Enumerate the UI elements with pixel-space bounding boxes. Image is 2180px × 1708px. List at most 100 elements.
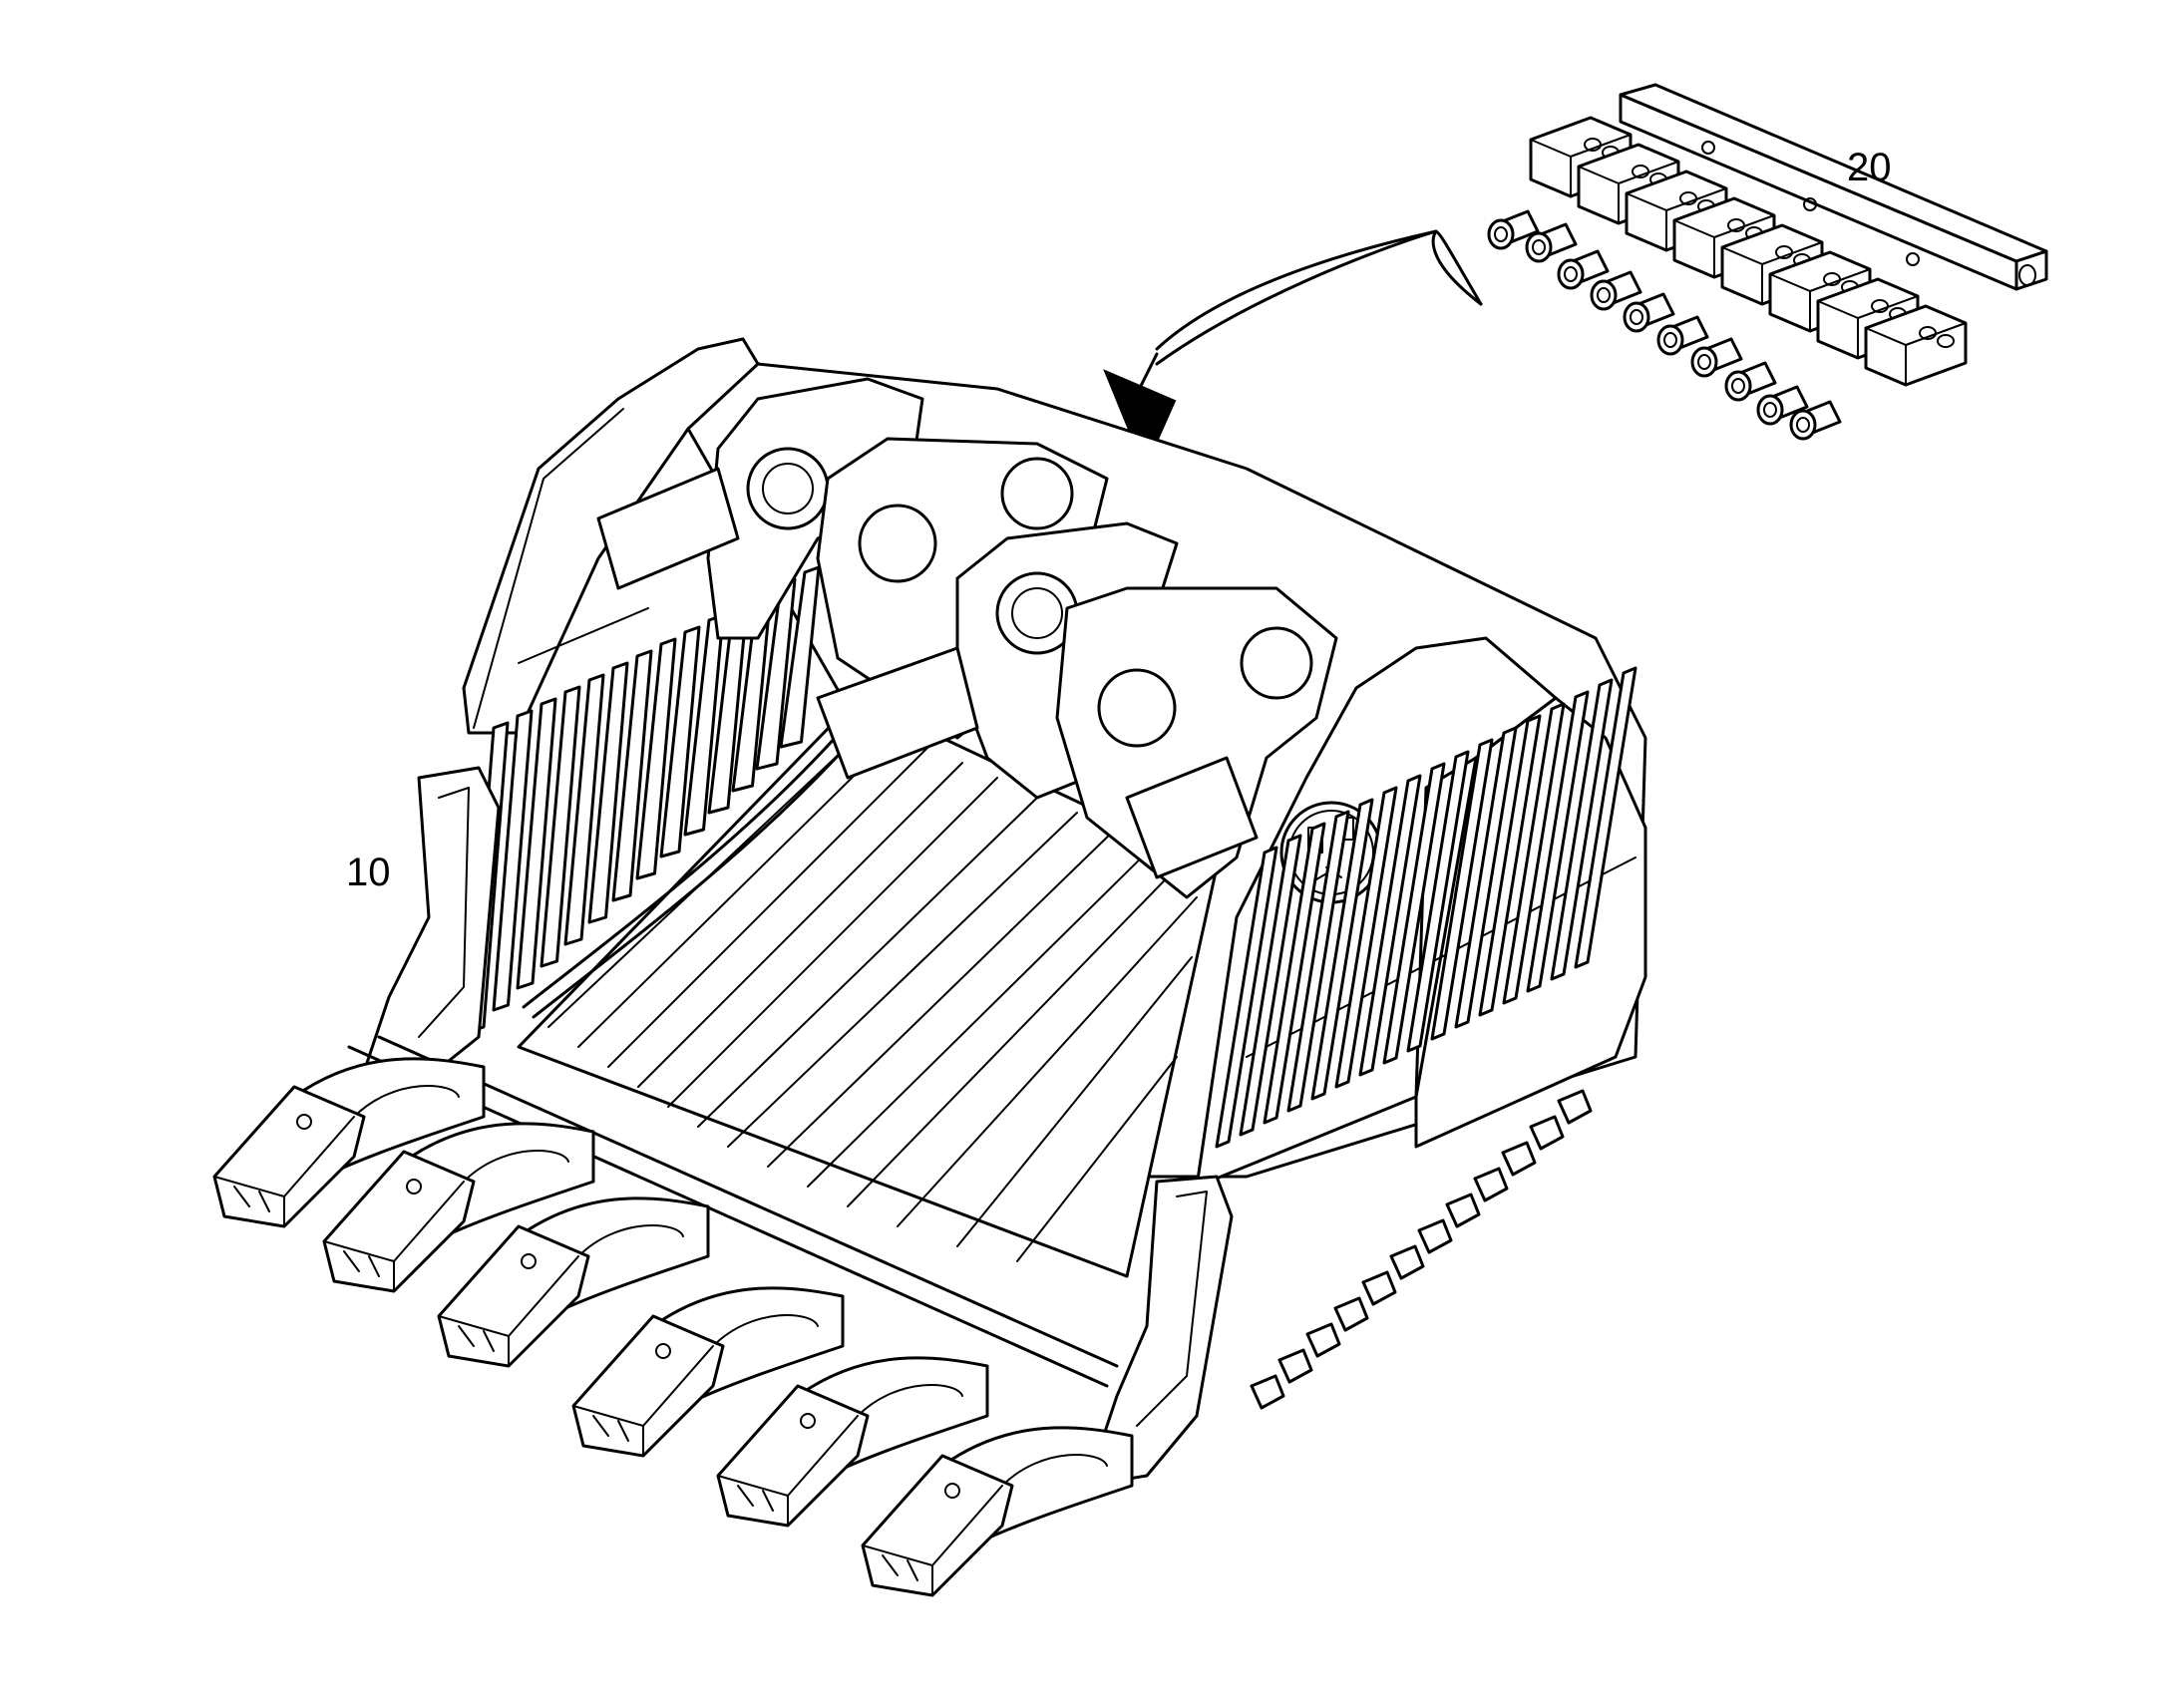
wear-bar bbox=[1239, 834, 1302, 1137]
heel-shroud bbox=[1445, 1193, 1481, 1228]
fitting-nipple bbox=[1789, 409, 1817, 441]
tooth-tip bbox=[716, 1384, 870, 1528]
tooth-pin-hole bbox=[800, 1413, 816, 1429]
heel-shroud bbox=[1333, 1296, 1369, 1332]
fitting-nipple bbox=[1557, 258, 1585, 290]
section-port bbox=[1727, 218, 1745, 232]
heel-shroud bbox=[1557, 1089, 1593, 1125]
fitting-tip bbox=[1663, 332, 1677, 348]
adapter-pin bbox=[857, 1383, 963, 1417]
section-edge bbox=[1817, 295, 1919, 359]
fitting-nipple bbox=[1590, 279, 1618, 311]
tooth-pin-hole bbox=[655, 1343, 671, 1359]
fitting-tip bbox=[1630, 309, 1643, 325]
tooth-pin-hole bbox=[944, 1483, 960, 1499]
wear-bar bbox=[1358, 774, 1422, 1077]
tooth-tip bbox=[571, 1314, 725, 1458]
fitting-nipple bbox=[1656, 324, 1684, 356]
wear-bar bbox=[1454, 726, 1518, 1029]
fitting-nipple bbox=[1525, 231, 1553, 263]
tooth-edge bbox=[213, 1116, 355, 1227]
fitting-tip bbox=[1763, 402, 1777, 418]
section-port bbox=[1584, 138, 1602, 152]
tooth-slot bbox=[882, 1554, 918, 1581]
tooth-edge bbox=[572, 1345, 714, 1457]
distributor-section bbox=[1864, 304, 1968, 387]
tooth-pin-hole bbox=[296, 1114, 312, 1130]
section-edge bbox=[1578, 161, 1679, 224]
wear-bar bbox=[635, 637, 677, 880]
section-edge bbox=[1721, 241, 1823, 305]
adapter-pin bbox=[353, 1084, 460, 1118]
tooth-pin-hole bbox=[406, 1179, 422, 1195]
wear-bar bbox=[1502, 702, 1566, 1005]
wear-bar bbox=[563, 673, 605, 946]
heel-shroud bbox=[1361, 1270, 1397, 1306]
fitting-nipple bbox=[1690, 346, 1718, 378]
heel-shroud bbox=[1389, 1244, 1425, 1280]
tooth-edge bbox=[717, 1415, 859, 1527]
fitting-tip bbox=[1731, 378, 1745, 394]
wear-bar bbox=[516, 697, 557, 990]
wear-bar bbox=[1478, 714, 1542, 1017]
distributor-sections bbox=[1529, 116, 1968, 387]
wear-bar bbox=[1574, 666, 1637, 969]
tooth-slot bbox=[343, 1250, 380, 1277]
wear-bar bbox=[1286, 810, 1350, 1113]
fitting-tip bbox=[1796, 417, 1810, 433]
wear-bar bbox=[540, 685, 581, 968]
tooth-edge bbox=[862, 1485, 1003, 1596]
callout-20: 20 bbox=[1847, 146, 1892, 189]
fitting-tip bbox=[1494, 226, 1508, 242]
adapter-pin bbox=[1001, 1453, 1108, 1487]
heel-shrouds bbox=[1250, 1089, 1593, 1410]
wear-bar bbox=[1263, 822, 1326, 1125]
heel-shroud bbox=[1417, 1218, 1453, 1254]
tooth-tip bbox=[212, 1085, 366, 1228]
excavator-bucket bbox=[212, 337, 1647, 1597]
wear-bar bbox=[1215, 846, 1278, 1149]
tooth-slot bbox=[737, 1485, 774, 1512]
lubrication-distributor-block bbox=[1487, 83, 2048, 441]
adapter-pin bbox=[463, 1149, 569, 1183]
section-edge bbox=[1626, 187, 1727, 251]
wear-bar bbox=[1334, 786, 1398, 1089]
section-port bbox=[1632, 165, 1649, 178]
section-port bbox=[1871, 299, 1889, 313]
callout-10: 10 bbox=[346, 851, 391, 894]
wear-bar bbox=[1550, 678, 1614, 981]
fitting-tip bbox=[1697, 354, 1711, 370]
tooth-pin-hole bbox=[521, 1253, 537, 1269]
wear-bar bbox=[492, 709, 534, 1012]
section-edge bbox=[1530, 134, 1632, 197]
tooth-slot bbox=[592, 1415, 629, 1442]
section-port bbox=[1919, 326, 1937, 340]
wear-bar bbox=[587, 661, 629, 924]
left-wear-bars bbox=[468, 565, 821, 1034]
wear-bar bbox=[1526, 690, 1590, 993]
heel-shroud bbox=[1529, 1115, 1565, 1151]
heel-shroud bbox=[1473, 1167, 1509, 1202]
heel-shroud bbox=[1277, 1348, 1313, 1384]
section-port bbox=[1823, 272, 1841, 286]
wear-bar bbox=[779, 565, 821, 749]
fitting-tip bbox=[1564, 266, 1578, 282]
heel-shroud bbox=[1305, 1322, 1341, 1358]
tooth-tip bbox=[322, 1150, 476, 1293]
adapter-pin bbox=[712, 1313, 819, 1347]
bucket-teeth bbox=[212, 1057, 1134, 1597]
pointer-arrow bbox=[1103, 229, 1483, 472]
tooth-tip bbox=[861, 1454, 1014, 1597]
fitting-nipple bbox=[1623, 301, 1650, 333]
adapter-pin bbox=[577, 1223, 684, 1257]
tooth-slot bbox=[458, 1325, 495, 1352]
tooth-slot bbox=[233, 1186, 270, 1212]
wear-bar bbox=[611, 649, 653, 902]
wear-bar bbox=[1382, 762, 1446, 1065]
section-edge bbox=[1865, 322, 1967, 386]
wear-bar bbox=[1430, 738, 1494, 1041]
fitting-nipple bbox=[1756, 394, 1784, 426]
heel-shroud bbox=[1501, 1141, 1537, 1177]
fitting-tip bbox=[1597, 287, 1611, 303]
